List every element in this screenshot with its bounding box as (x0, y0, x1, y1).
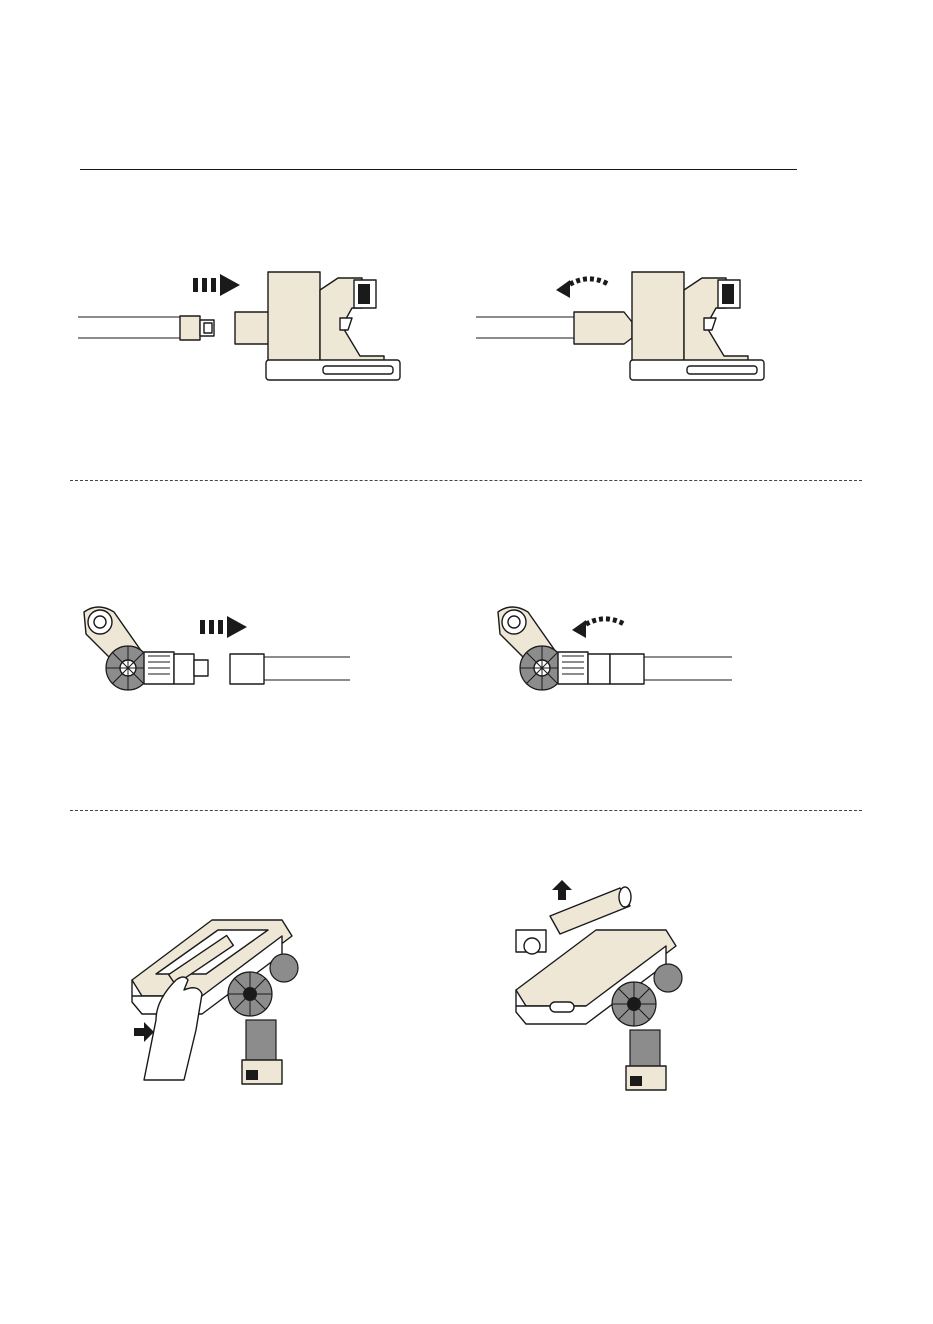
section-divider-1 (70, 480, 862, 481)
step-lock-handheld-illustration (476, 260, 896, 390)
step-insert-handheld-illustration (78, 260, 498, 390)
section-divider-2 (70, 810, 862, 811)
step-release-roller-illustration (126, 910, 326, 1130)
curved-left-arrow-icon (556, 279, 608, 298)
solid-right-arrow-icon (134, 1022, 154, 1042)
curved-left-arrow-icon (572, 619, 624, 638)
section-roller-brush (0, 870, 933, 1090)
step-lock-floor-head-illustration (492, 600, 792, 700)
section-handheld-tube (0, 260, 933, 390)
step-insert-floor-head-illustration (78, 600, 378, 700)
dashed-straight-right-arrow-icon (200, 616, 247, 638)
dashed-straight-right-arrow-icon (193, 274, 240, 296)
section-floor-head-tube (0, 600, 933, 700)
header-rule (80, 169, 797, 170)
step-lift-roller-illustration (510, 880, 710, 1110)
solid-up-arrow-icon (552, 880, 572, 900)
